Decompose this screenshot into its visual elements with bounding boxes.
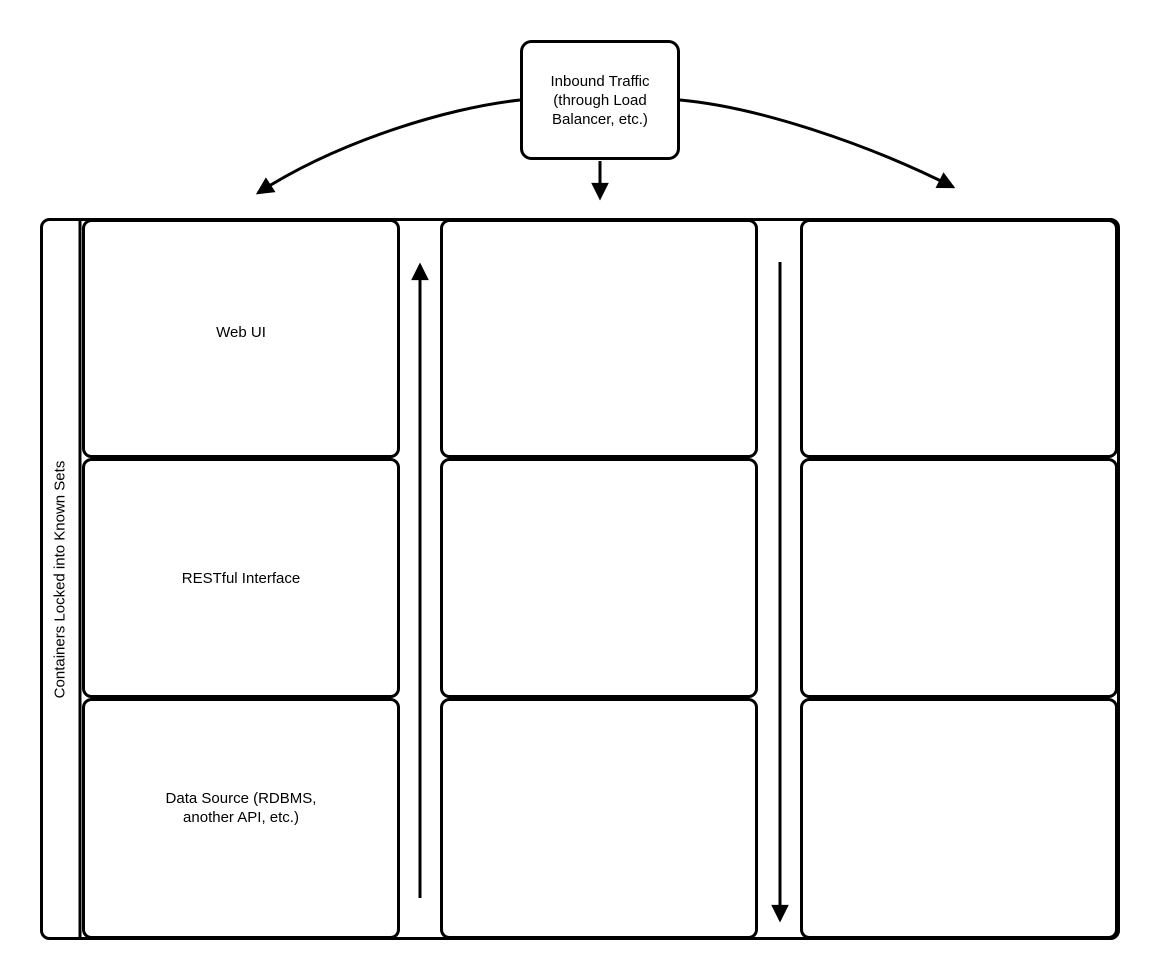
- containers-side-label-text: Containers Locked into Known Sets: [51, 460, 69, 698]
- stack-box-col1-row1: [82, 219, 400, 458]
- stack-box-col3-row1: [800, 219, 1118, 458]
- stack-box-col1-row3: [82, 698, 400, 939]
- inbound-to-left-column-arrow: [255, 98, 521, 195]
- stack-box-col2-row2: [440, 458, 758, 698]
- inbound-traffic-box: [520, 40, 680, 160]
- stack-box-col2-row1: [440, 219, 758, 458]
- stack-box-col3-row2: [800, 458, 1118, 698]
- containers-side-label: Containers Locked into Known Sets: [40, 219, 80, 939]
- stack-box-col2-row3: [440, 698, 758, 939]
- stack-box-col3-row3: [800, 698, 1118, 939]
- inbound-to-right-column-arrow: [679, 98, 956, 189]
- stack-box-col1-row2: [82, 458, 400, 698]
